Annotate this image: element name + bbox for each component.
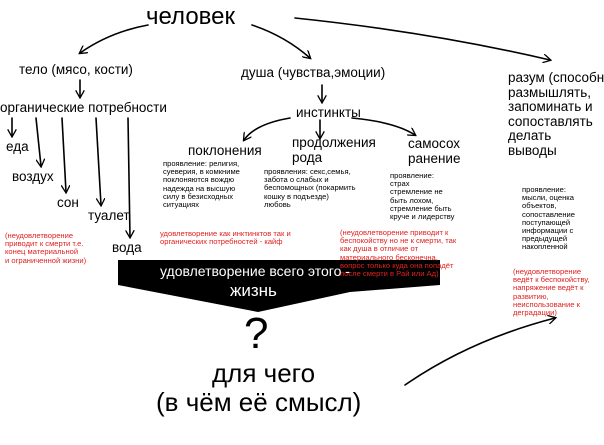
desc-reproduction: проявления: секс,семья, забота о слабых …	[264, 167, 356, 209]
node-soul: душа (чувства,эмоции)	[241, 65, 386, 80]
line-needs-to-sleep	[62, 117, 66, 192]
funnel-line1: удовлетворение всего этого -	[160, 263, 350, 279]
question-line2: (в чём её смысл)	[156, 387, 362, 417]
arrow-instincts-to-selfpres	[351, 117, 415, 135]
node-instincts: инстинкты	[296, 105, 361, 120]
node-mind: разум (способность размышлять, запоминат…	[508, 70, 604, 158]
node-air: воздух	[12, 169, 54, 184]
arrow-instincts-to-worship	[244, 117, 291, 140]
node-toilet: туалет	[88, 208, 130, 223]
node-sleep: сон	[57, 195, 79, 210]
question-line1: для чего	[212, 358, 316, 388]
arrow-human-to-mind	[294, 17, 550, 60]
node-food: еда	[6, 139, 29, 154]
node-self-preservation: самосох ранение	[408, 136, 461, 166]
node-worship: поклонения	[188, 143, 262, 158]
node-human: человек	[146, 3, 236, 30]
node-body: тело (мясо, кости)	[19, 62, 133, 77]
note-soul: (неудовлетворение приводит к беспокойств…	[340, 228, 457, 278]
life-funnel	[118, 260, 440, 312]
arrow-human-to-soul	[251, 24, 310, 58]
node-water: вода	[112, 240, 142, 255]
node-reproduction: продолжения рода	[292, 135, 376, 165]
desc-mind: проявление: мысли, оценка объектов, сопо…	[522, 185, 576, 252]
note-body: (неудовлетворение приводит к смерти т.е.…	[5, 231, 87, 265]
arrow-question-to-mind	[404, 318, 555, 386]
line-needs-to-air	[35, 117, 41, 166]
desc-worship: проявление: религия, суеверия, в комкним…	[163, 159, 240, 209]
arrow-human-to-body	[80, 24, 149, 53]
note-instincts-satisfaction: удовлетворение как инктинктов так и орга…	[160, 229, 291, 247]
funnel-line2: жизнь	[230, 281, 277, 300]
question-mark: ?	[244, 309, 269, 358]
node-organic-needs: органические потребности	[0, 100, 167, 115]
desc-self-preservation: проявление: страх стремление не быть лох…	[390, 171, 455, 221]
note-mind: (неудовлетворение ведёт к беспокойству, …	[513, 267, 590, 317]
line-needs-to-toilet	[95, 117, 101, 205]
line-needs-to-water	[128, 117, 130, 237]
